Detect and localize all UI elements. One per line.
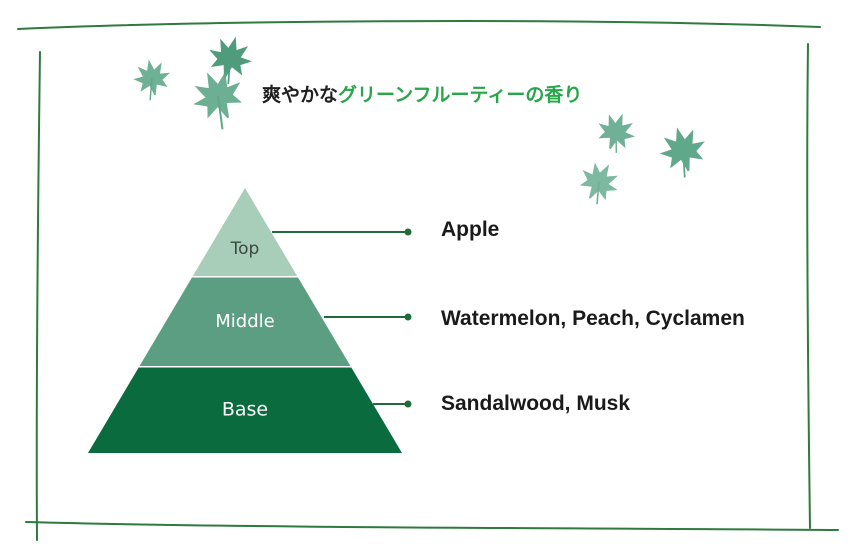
connector-dot-top [404, 228, 412, 236]
connector-dot-base [404, 400, 412, 408]
pyramid-tier-middle [139, 277, 351, 366]
connector-dot-middle [404, 313, 412, 321]
top-notes-label: Apple [441, 218, 500, 241]
tier-label-base: Base [222, 399, 268, 421]
maple-leaf-icon [572, 154, 627, 209]
page-title: 爽やかなグリーンフルーティーの香り [262, 80, 582, 107]
base-notes-label: Sandalwood, Musk [441, 392, 631, 415]
maple-leaf-icon [130, 56, 174, 101]
maple-leaf-icon [183, 61, 252, 130]
maple-leaf-icon [591, 107, 641, 156]
title-highlight: グリーンフルーティーの香り [338, 84, 583, 106]
pyramid-tier-top [192, 188, 298, 276]
maple-leaf-icon [203, 30, 258, 85]
title-prefix: 爽やかな [262, 84, 339, 106]
middle-notes-label: Watermelon, Peach, Cyclamen [441, 307, 745, 330]
pyramid-tier-base [88, 367, 402, 453]
tier-label-middle: Middle [215, 311, 274, 332]
tier-label-top: Top [230, 239, 260, 259]
maple-leaf-icon [654, 121, 712, 178]
